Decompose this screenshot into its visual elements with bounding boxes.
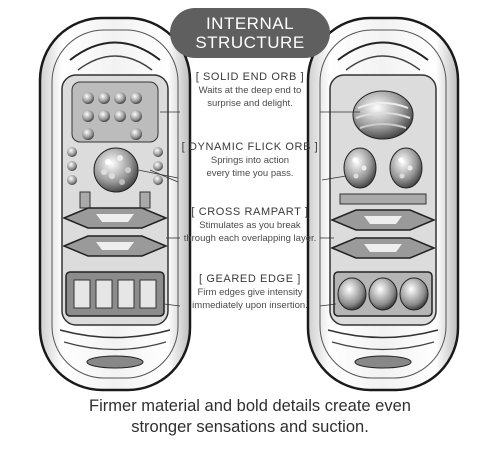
title-line-2: STRUCTURE (195, 33, 305, 52)
callout-dynamic-flick-orb: [ DYNAMIC FLICK ORB ] Springs into actio… (175, 140, 325, 180)
right-geared-edge (333, 271, 433, 317)
leader-lines (137, 111, 360, 307)
left-cross-rampart (62, 207, 168, 257)
caption-line-2: stronger sensations and suction. (131, 418, 369, 436)
left-side-studs (67, 147, 163, 185)
callout-heading: [ SOLID END ORB ] (195, 71, 305, 83)
left-geared-edge (65, 271, 165, 317)
right-capsule (306, 16, 460, 392)
callout-cross-rampart: [ CROSS RAMPART ] Stimulates as you brea… (175, 205, 325, 245)
callout-desc-line-1: Waits at the deep end to (198, 85, 302, 96)
left-stud-grid (82, 92, 142, 140)
caption: Firmer material and bold details create … (0, 396, 500, 438)
callout-heading: [ DYNAMIC FLICK ORB ] (181, 141, 319, 153)
title-pill: INTERNAL STRUCTURE (170, 8, 330, 58)
callout-desc-line-2: surprise and delight. (207, 98, 293, 109)
callout-desc-line-1: Springs into action (210, 155, 290, 166)
callout-desc-line-2: through each overlapping layer. (183, 233, 317, 244)
callout-solid-end-orb: [ SOLID END ORB ] Waits at the deep end … (175, 70, 325, 110)
right-solid-end-orb (352, 90, 414, 140)
callout-desc-line-1: Stimulates as you break (199, 220, 301, 231)
right-flick-orbs (343, 147, 423, 189)
callout-desc-line-2: immediately upon insertion. (192, 300, 308, 311)
caption-line-1: Firmer material and bold details create … (89, 397, 411, 415)
callout-heading: [ GEARED EDGE ] (199, 273, 301, 285)
left-flick-orb (93, 147, 139, 193)
right-cross-rampart (330, 209, 436, 259)
title-line-1: INTERNAL (205, 14, 295, 33)
left-capsule (38, 16, 192, 392)
callout-heading: [ CROSS RAMPART ] (191, 206, 309, 218)
callout-desc-line-1: Firm edges give intensity (197, 287, 303, 298)
callout-desc-line-2: every time you pass. (206, 168, 294, 179)
callout-geared-edge: [ GEARED EDGE ] Firm edges give intensit… (175, 272, 325, 312)
